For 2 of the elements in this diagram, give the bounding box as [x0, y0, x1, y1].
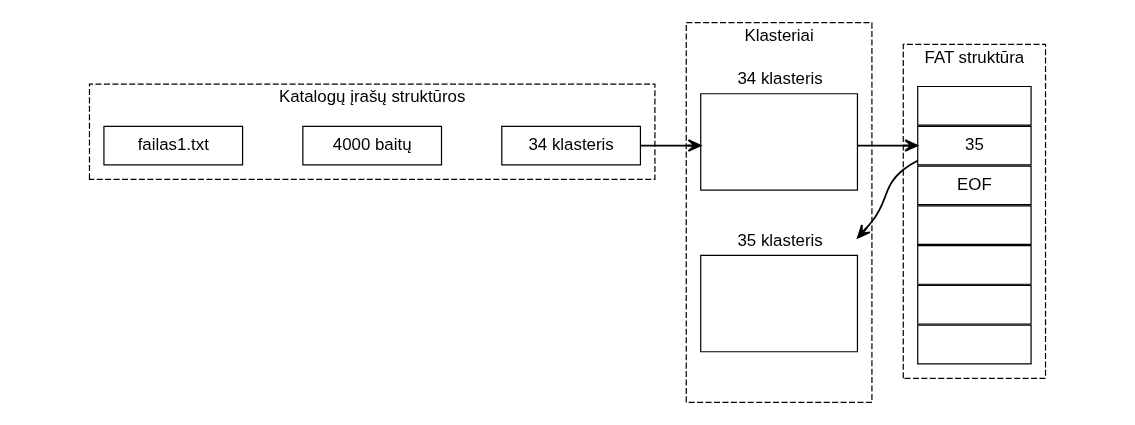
- node-label: 35 klasteris: [737, 230, 823, 250]
- node-label: 34 klasteris: [737, 69, 823, 89]
